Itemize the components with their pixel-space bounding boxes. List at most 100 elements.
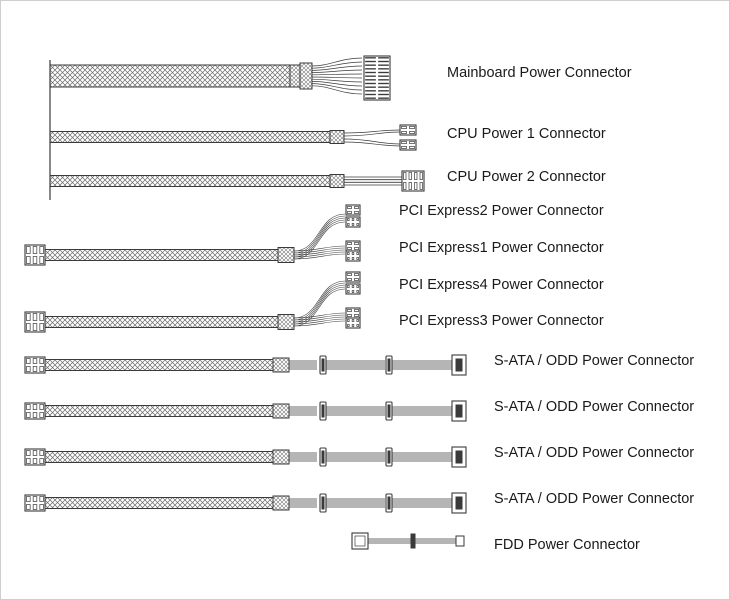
connector-pin bbox=[351, 319, 355, 322]
fdd-connector-head bbox=[455, 535, 465, 547]
fdd-cable bbox=[351, 532, 465, 550]
cable-wire bbox=[293, 245, 346, 252]
connector-pin bbox=[354, 314, 359, 317]
connector-pin bbox=[39, 458, 44, 464]
connector-pin bbox=[347, 319, 350, 322]
connector-pin bbox=[32, 504, 38, 510]
connector-pin bbox=[356, 324, 359, 327]
cable-wire bbox=[293, 286, 346, 325]
connector-pin bbox=[347, 252, 350, 255]
connector-pin bbox=[365, 90, 376, 92]
connector-pin bbox=[378, 64, 389, 66]
connector-pin bbox=[347, 290, 350, 293]
sleeve-end-cap bbox=[289, 64, 301, 88]
connector-pin bbox=[32, 412, 38, 418]
connector-pin bbox=[419, 182, 423, 190]
cpu2-cable bbox=[49, 170, 425, 192]
connector-pin bbox=[378, 82, 389, 85]
cable-sleeve bbox=[44, 249, 279, 261]
connector-pin bbox=[409, 126, 415, 129]
sata-cable-1 bbox=[24, 354, 467, 376]
cable-wire bbox=[293, 314, 346, 321]
connector-pin bbox=[408, 172, 412, 180]
connector-pin bbox=[347, 285, 350, 288]
pcie-head-upper-a bbox=[345, 271, 361, 283]
connector-pin bbox=[365, 71, 376, 74]
connector-housing bbox=[345, 204, 361, 216]
connector-pin bbox=[365, 79, 376, 81]
connector-pin bbox=[32, 323, 38, 331]
label-pcie2: PCI Express2 Power Connector bbox=[399, 203, 604, 219]
connector-pin bbox=[32, 256, 38, 264]
cable-sleeve bbox=[44, 359, 274, 371]
sata-connector-end bbox=[451, 354, 467, 376]
connector-pin bbox=[351, 223, 355, 226]
sata-connector-2 bbox=[385, 355, 393, 375]
cable-wire bbox=[311, 78, 363, 83]
cpu1-connector-lower bbox=[399, 139, 417, 151]
cable-sleeve bbox=[277, 247, 295, 263]
connector-pin bbox=[378, 75, 389, 77]
sata-connector-2 bbox=[385, 493, 393, 513]
cable-wire bbox=[293, 219, 346, 258]
sata-end-slot bbox=[455, 450, 463, 464]
cable-wire bbox=[293, 284, 346, 323]
cable-wire bbox=[293, 288, 346, 327]
connector-pin bbox=[26, 366, 31, 372]
cable-sleeve bbox=[272, 403, 290, 419]
pcie-head-upper-b bbox=[345, 283, 361, 295]
cable-wire bbox=[293, 282, 346, 321]
connector-pin bbox=[351, 252, 355, 255]
sata-end-slot bbox=[455, 358, 463, 372]
connector-housing bbox=[345, 216, 361, 228]
connector-pin bbox=[32, 450, 38, 456]
sata-psu-connector bbox=[24, 356, 46, 374]
connector-housing bbox=[345, 317, 361, 329]
connector-pin bbox=[356, 285, 359, 288]
cable-wire bbox=[293, 217, 346, 256]
mainboard-cable bbox=[49, 55, 391, 200]
sata-connector-1 bbox=[319, 401, 327, 421]
connector-pin bbox=[32, 313, 38, 321]
sata-connector-slot bbox=[321, 496, 325, 510]
connector-housing bbox=[363, 55, 391, 101]
connector-pin bbox=[351, 290, 355, 293]
connector-pin bbox=[356, 223, 359, 226]
connector-pin bbox=[347, 218, 350, 221]
connector-pin bbox=[403, 182, 407, 190]
connector-housing bbox=[399, 139, 417, 151]
cpu2-8pin-connector bbox=[401, 170, 425, 192]
sata-cable-4 bbox=[24, 492, 467, 514]
cable-sleeve bbox=[49, 131, 331, 143]
cable-sleeve bbox=[272, 449, 290, 465]
connector-pin bbox=[378, 60, 389, 63]
connector-pin bbox=[347, 309, 352, 312]
sata-psu-connector bbox=[24, 402, 46, 420]
sata-connector-slot bbox=[321, 450, 325, 464]
pcie-head-lower-b bbox=[345, 317, 361, 329]
sata-connector-slot bbox=[387, 496, 391, 510]
connector-pin bbox=[39, 366, 44, 372]
connector-pin bbox=[365, 68, 376, 70]
cable-sleeve bbox=[44, 497, 274, 509]
connector-pin bbox=[39, 504, 44, 510]
connector-pin bbox=[409, 146, 415, 149]
connector-pin bbox=[26, 504, 31, 510]
connector-housing bbox=[399, 124, 417, 136]
cable-wire bbox=[311, 76, 363, 79]
cpu1-cable bbox=[49, 124, 417, 151]
cable-wire bbox=[293, 280, 346, 319]
connector-pin bbox=[39, 450, 44, 456]
label-pcie4: PCI Express4 Power Connector bbox=[399, 277, 604, 293]
cable-sleeve bbox=[44, 451, 274, 463]
connector-housing bbox=[345, 271, 361, 283]
connector-pin bbox=[347, 211, 352, 214]
connector-pin bbox=[26, 358, 31, 364]
sata-cable-2 bbox=[24, 400, 467, 422]
label-pcie1: PCI Express1 Power Connector bbox=[399, 240, 604, 256]
connector-pin bbox=[354, 206, 359, 209]
connector-pin bbox=[356, 218, 359, 221]
label-sata3: S-ATA / ODD Power Connector bbox=[494, 445, 695, 461]
sata-psu-connector bbox=[24, 448, 46, 466]
connector-pin bbox=[347, 247, 352, 250]
